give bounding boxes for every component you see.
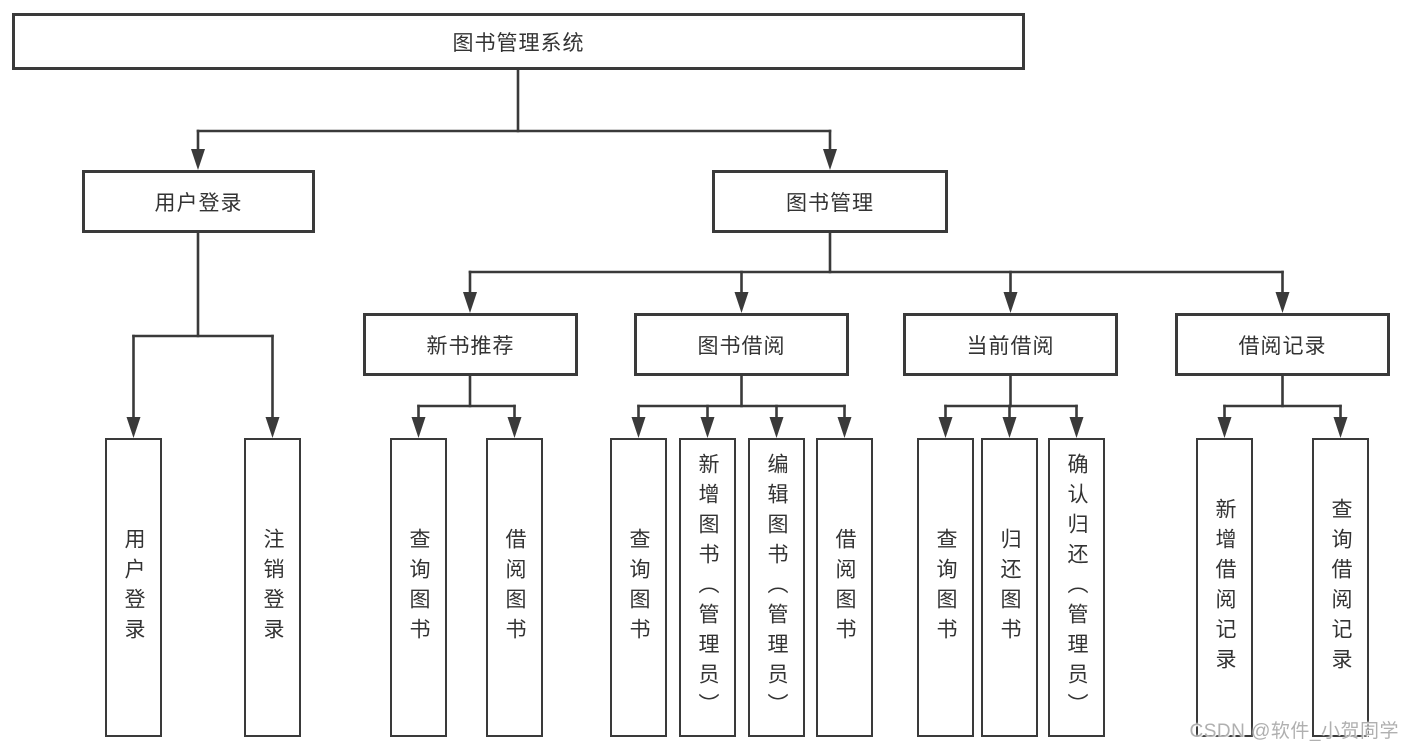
leaf-borrowing-query-books: 查询图书: [610, 438, 667, 737]
node-borrowing-records: 借阅记录: [1175, 313, 1390, 376]
leaf-borrowing-borrow-books: 借阅图书: [816, 438, 873, 737]
leaf-logout-login: 注销登录: [244, 438, 301, 737]
csdn-watermark: CSDN @软件_小贺同学: [1189, 721, 1399, 742]
node-book-borrowing: 图书借阅: [634, 313, 849, 376]
leaf-newbook-borrow-books: 借阅图书: [486, 438, 543, 737]
node-book-management: 图书管理: [712, 170, 948, 233]
leaf-borrowing-add-books-admin: 新增图书（管理员）: [679, 438, 736, 737]
node-new-book-recommendation: 新书推荐: [363, 313, 578, 376]
leaf-user-login: 用户登录: [105, 438, 162, 737]
node-library-management-system: 图书管理系统: [12, 13, 1025, 70]
leaf-records-query-borrow-record: 查询借阅记录: [1312, 438, 1369, 737]
leaf-records-add-borrow-record: 新增借阅记录: [1196, 438, 1253, 737]
node-user-login: 用户登录: [82, 170, 315, 233]
leaf-current-confirm-return-admin: 确认归还（管理员）: [1048, 438, 1105, 737]
node-current-borrowing: 当前借阅: [903, 313, 1118, 376]
leaf-current-query-books: 查询图书: [917, 438, 974, 737]
leaf-current-return-books: 归还图书: [981, 438, 1038, 737]
leaf-newbook-query-books: 查询图书: [390, 438, 447, 737]
leaf-borrowing-edit-books-admin: 编辑图书（管理员）: [748, 438, 805, 737]
